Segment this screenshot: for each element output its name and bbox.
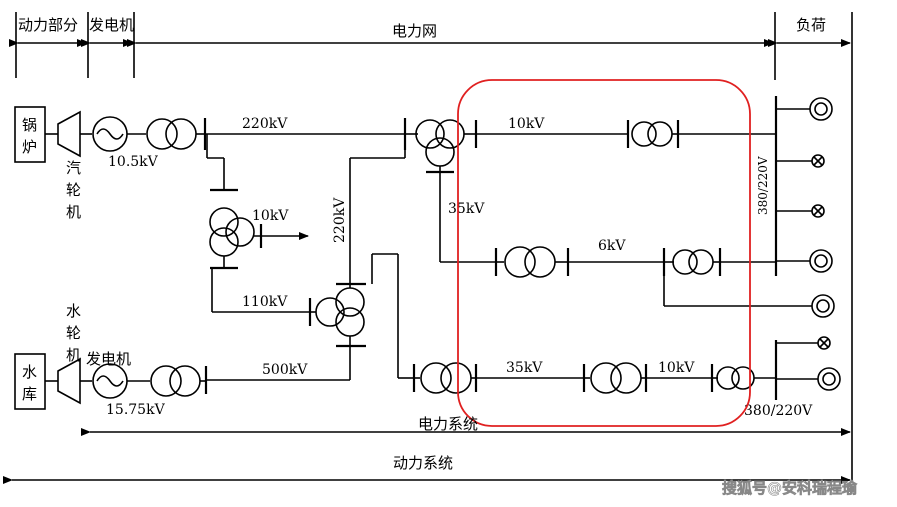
hydro-turbine-icon [57, 357, 81, 405]
hydro-turbine-label-3: 机 [66, 346, 81, 364]
label-220kV-vertical: 220kV [332, 197, 348, 243]
footer-power-system: 电力系统 [418, 415, 478, 433]
header-power-part: 动力部分 [18, 16, 78, 34]
lamp-load-3-icon [817, 336, 831, 350]
generator-2-icon [92, 363, 128, 399]
reservoir-label-2: 库 [22, 385, 37, 403]
transformer-t9-icon [420, 362, 472, 394]
label-10-5kV: 10.5kV [108, 154, 159, 170]
label-35kV-bottom: 35kV [506, 360, 543, 376]
motor-load-2-icon [809, 249, 833, 273]
boiler-label-1: 锅 [22, 116, 37, 134]
label-10kV-tap: 10kV [252, 208, 289, 224]
label-220kV-line: 220kV [242, 116, 288, 132]
motor-load-3-icon [811, 294, 835, 318]
reservoir-label-1: 水 [22, 363, 37, 381]
motor-load-4-icon [817, 367, 841, 391]
transformer-t7-icon [504, 246, 556, 278]
lamp-load-2-icon [811, 204, 825, 218]
transformer-t6-icon [631, 121, 673, 147]
lamp-load-1-icon [811, 154, 825, 168]
label-380-220V-vertical: 380/220V [756, 156, 770, 215]
header-load: 负荷 [796, 16, 826, 34]
label-15-75kV: 15.75kV [106, 402, 166, 418]
transformer-t2-icon [209, 207, 255, 257]
transformer-t8-icon [672, 249, 714, 275]
boiler-label-2: 炉 [22, 138, 37, 156]
label-110kV: 110kV [242, 294, 288, 310]
transformer-t11-icon [716, 366, 755, 390]
label-10kV-top: 10kV [508, 116, 545, 132]
header-grid: 电力网 [392, 22, 437, 40]
transformer-t1-icon [146, 118, 197, 150]
label-380-220V-bottom: 380/220V [744, 403, 813, 419]
motor-load-1-icon [809, 97, 833, 121]
label-10kV-bottom: 10kV [658, 360, 695, 376]
steam-turbine-label-3: 机 [66, 203, 81, 221]
generator-1-icon [92, 116, 128, 152]
transformer-t5-icon [415, 119, 465, 167]
header-generator: 发电机 [89, 16, 134, 34]
watermark: 搜狐号@安科瑞程瑜 [722, 479, 858, 497]
label-500kV: 500kV [262, 362, 308, 378]
highlight-box [457, 79, 751, 427]
transformer-t3-icon [150, 365, 201, 397]
transformer-t4-icon [315, 287, 365, 337]
steam-turbine-icon [57, 110, 81, 158]
hydro-generator-label: 发电机 [86, 350, 131, 368]
label-6kV: 6kV [598, 238, 626, 254]
label-35kV-side: 35kV [448, 201, 485, 217]
steam-turbine-label-2: 轮 [66, 181, 81, 199]
footer-dynamic-system: 动力系统 [393, 454, 453, 472]
hydro-turbine-label-1: 水 [66, 302, 81, 320]
hydro-turbine-label-2: 轮 [66, 324, 81, 342]
steam-turbine-label-1: 汽 [66, 159, 81, 177]
transformer-t10-icon [590, 362, 642, 394]
